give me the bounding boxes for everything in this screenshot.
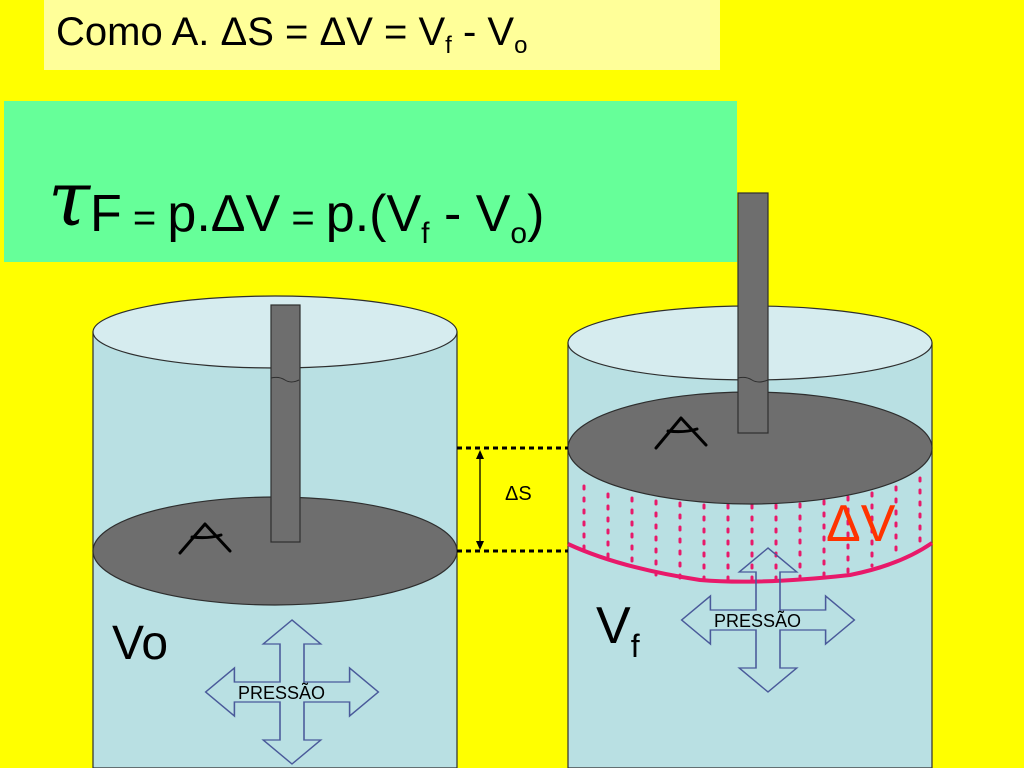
work-formula: τF = p.ΔV = p.(Vf - Vo) bbox=[48, 154, 545, 250]
delta-v-dots bbox=[582, 476, 922, 585]
left-area-letter bbox=[178, 522, 232, 555]
delta-v-label: ΔV bbox=[826, 495, 896, 553]
left-cylinder bbox=[92, 295, 458, 768]
right-piston-rod bbox=[737, 192, 769, 434]
left-pressure-label: PRESSÃO bbox=[238, 683, 326, 703]
right-pressure-label: PRESSÃO bbox=[714, 611, 802, 631]
delta-s-indicator bbox=[457, 446, 568, 553]
tau-symbol: τ bbox=[48, 154, 91, 243]
title-box: Como A. ΔS = ΔV = Vf - Vo bbox=[44, 0, 720, 70]
right-volume-label: Vf bbox=[596, 597, 640, 664]
delta-s-label: ΔS bbox=[505, 483, 532, 505]
right-cylinder bbox=[567, 192, 934, 768]
left-volume-label: Vo bbox=[112, 617, 169, 670]
title-text: Como A. ΔS = ΔV = Vf - Vo bbox=[56, 10, 528, 59]
right-area-letter bbox=[654, 416, 708, 450]
formula-box: τF = p.ΔV = p.(Vf - Vo) bbox=[4, 101, 737, 262]
left-piston-rod bbox=[270, 304, 301, 543]
